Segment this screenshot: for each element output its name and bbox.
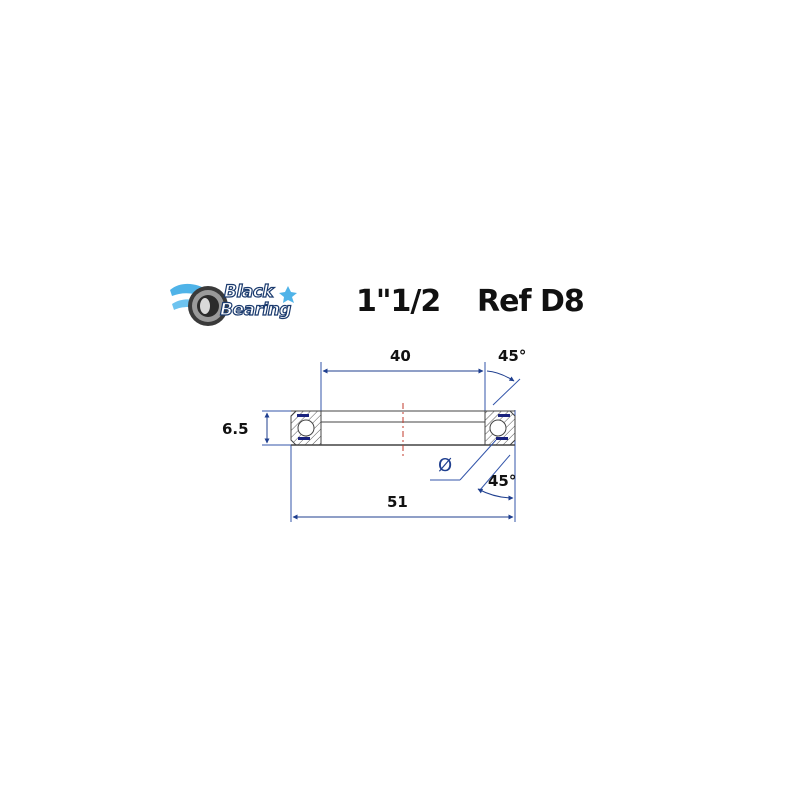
black-bearing-logo: Black Bearing (168, 276, 313, 332)
diameter-symbol: Ø (438, 455, 453, 476)
top-angle-dimension (486, 370, 521, 406)
reference-title: Ref D8 (477, 284, 585, 319)
right-ball-section (484, 410, 516, 446)
logo-text-black: Black (223, 282, 274, 302)
left-ball-section (290, 410, 322, 446)
bottom-angle-label: 45° (488, 472, 517, 490)
inner-diameter-dimension (320, 362, 486, 413)
outer-diameter-label: 51 (387, 493, 408, 511)
bearing-wheel-icon (170, 283, 297, 326)
height-label: 6.5 (222, 420, 249, 438)
bottom-angle-dimension (430, 439, 514, 501)
height-dimension (262, 410, 291, 446)
logo-text-bearing: Bearing (219, 300, 292, 320)
top-angle-label: 45° (498, 347, 527, 365)
size-title: 1"1/2 (356, 284, 441, 319)
inner-diameter-label: 40 (390, 347, 411, 365)
